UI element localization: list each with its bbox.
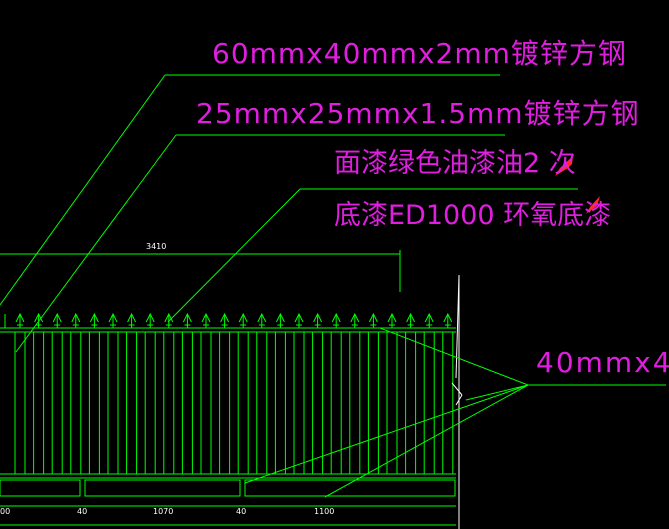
picket [163,331,175,475]
fence-elevation [0,312,456,526]
picket-finial [424,312,434,323]
topcoat-label: 面漆绿色油漆油2 次 [334,148,576,179]
picket [274,331,286,475]
plinth-segment [0,479,81,497]
picket [88,331,100,475]
leader-lines [0,74,666,498]
picket-finial [406,312,416,323]
picket [386,331,398,475]
picket-finial [15,312,25,323]
picket [330,331,342,475]
plinth-segment [244,479,456,497]
top-rail-label: 60mmx40mmx2mm镀锌方钢 [212,37,627,70]
picket [33,331,45,475]
picket [405,331,417,475]
picket-label: 25mmx25mmx1.5mm镀锌方钢 [196,97,640,130]
picket [256,331,268,475]
picket [219,331,231,475]
white-frame [451,274,463,529]
picket-finial [52,312,62,323]
picket [367,331,379,475]
picket-finial [331,312,341,323]
picket [126,331,138,475]
picket-finial [71,312,81,323]
primer-label: 底漆ED1000 环氧底漆 [334,200,612,231]
picket [144,331,156,475]
picket-finial [108,312,118,323]
post-label: 40mmx4 [536,346,669,379]
picket [423,331,435,475]
picket-finial [387,312,397,323]
picket-finial [238,312,248,323]
picket-finial [313,312,323,323]
dimension-d2: 40 [77,507,88,516]
picket-finial [127,312,137,323]
dimension-d4: 40 [236,507,247,516]
picket-finial [201,312,211,323]
red-mark-icon [555,156,600,214]
plinth-segment [84,479,241,497]
picket-finial [182,312,192,323]
picket-finial [368,312,378,323]
dimension-line [0,250,401,292]
picket-finial [220,312,230,323]
picket [181,331,193,475]
picket [312,331,324,475]
dimension-d5: 1100 [314,507,335,516]
picket-finial [257,312,267,323]
picket [200,331,212,475]
picket-finial [275,312,285,323]
picket-finial [145,312,155,323]
picket-finial [164,312,174,323]
picket-finial [350,312,360,323]
picket-finial [89,312,99,323]
picket-finial [294,312,304,323]
picket [237,331,249,475]
picket [14,331,26,475]
picket [51,331,63,475]
dimension-d1: 00 [0,507,11,516]
picket [442,331,454,475]
overall-dimension: 3410 [146,242,167,251]
picket [107,331,119,475]
dimension-d3: 1070 [153,507,174,516]
picket-finial [34,312,44,323]
picket [293,331,305,475]
picket [70,331,82,475]
picket-finial [443,312,453,323]
picket [349,331,361,475]
